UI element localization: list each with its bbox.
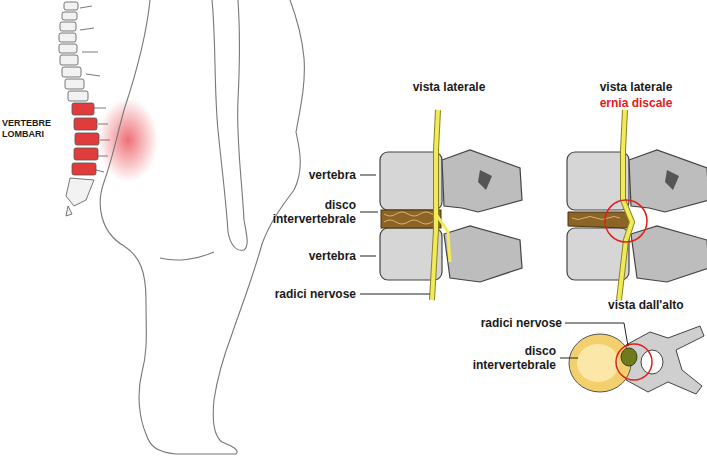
view-heading: vista dall'alto [608,298,705,312]
human-figure [100,0,304,454]
part-label: disco intervertebrale [258,198,356,226]
part-label: radici nervose [236,287,356,301]
top-view [569,326,704,394]
spine-segment-herniated [567,110,707,300]
part-label: vertebra [258,249,356,263]
spine [59,2,110,216]
part-label: disco intervertebrale [458,344,556,372]
leader-lines [360,175,628,358]
spine-segment-normal [380,110,522,300]
part-label: radici nervose [446,316,562,330]
part-label: vertebra [258,168,356,182]
region-label: VERTEBRE LOMBARI [2,118,58,140]
view-heading: vista laterale [586,80,686,94]
view-subheading: ernia discale [586,96,686,110]
pain-area [98,98,158,182]
view-heading: vista laterale [399,80,499,94]
